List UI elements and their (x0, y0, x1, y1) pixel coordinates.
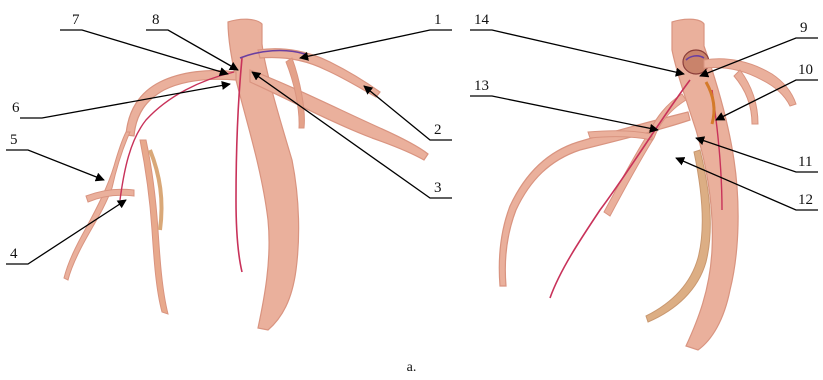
figure-caption: a. (0, 360, 823, 376)
label-4: 4 (10, 246, 18, 262)
label-13: 13 (474, 78, 489, 94)
left-horizontal-twig (86, 189, 134, 202)
right-upper-right-twig (734, 70, 758, 124)
right-vessel-specimen (499, 19, 796, 350)
leader-13 (470, 96, 658, 130)
label-12: 12 (798, 192, 813, 208)
leader-7 (60, 30, 228, 74)
label-5: 5 (10, 132, 18, 148)
label-1: 1 (434, 12, 442, 28)
label-9: 9 (800, 20, 808, 36)
leader-5 (6, 150, 104, 180)
label-11: 11 (798, 154, 812, 170)
right-left-sweeping-branch (499, 112, 690, 286)
leader-4 (6, 200, 126, 264)
leader-8 (146, 30, 238, 70)
label-10: 10 (798, 62, 813, 78)
left-red-artery-2 (120, 72, 234, 200)
label-7: 7 (72, 12, 80, 28)
label-2: 2 (434, 122, 442, 138)
left-arch-branch (126, 70, 236, 136)
label-8: 8 (152, 12, 160, 28)
right-mid-branch (604, 94, 686, 216)
leader-6 (20, 84, 230, 118)
leader-1 (300, 30, 452, 58)
leader-14 (470, 30, 684, 74)
label-6: 6 (12, 100, 20, 116)
left-descending-twig-a (64, 132, 130, 280)
right-lower-tan-branch (646, 150, 710, 322)
label-14: 14 (474, 12, 490, 28)
label-3: 3 (434, 180, 442, 196)
leader-10 (716, 80, 818, 120)
left-vessel-specimen (64, 19, 428, 330)
